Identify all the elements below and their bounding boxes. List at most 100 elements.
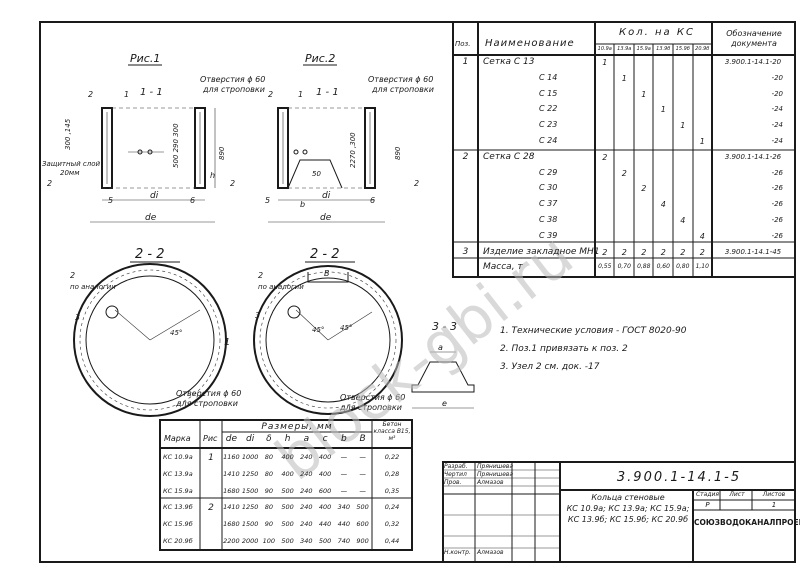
dims-row-value: 500 [318,536,332,545]
spec-row-qty: 2 [621,247,627,257]
dims-row-value: 600 [356,520,369,529]
spec-row-pos: 2 [462,151,469,162]
spec-row-qty: 2 [602,247,608,257]
section-3-3: 3 - 3 a e [411,320,475,409]
section33-dim-a: a [438,343,443,352]
note-line: 2. Поз.1 привязать к поз. 2 [500,344,628,354]
dims-row-value: 80 [264,453,274,461]
dims-row-mark: КС 13.9б [163,503,193,512]
plan2-holes-label: Отверстия ϕ 60 [340,393,405,402]
spec-row-doc: 3.900.1-14.1-26 [724,152,782,161]
fig1-holes-label: Отверстия ϕ 60 [200,75,265,84]
note-line: 3. Узел 2 см. док. -17 [500,362,600,372]
dims-row-value: 400 [318,503,332,512]
spec-header-name: Наименование [485,38,575,49]
dims-row-value: 1680 [223,520,240,529]
spec-row-qty: 0,88 [637,263,651,271]
dims-row-value: 1000 [241,453,259,461]
spec-row-qty: 1 [660,105,666,115]
dims-row-value: 80 [264,503,274,512]
spec-row-qty: 0,70 [617,263,631,271]
fig1-dim-de: de [145,213,157,223]
spec-row-qty: 2 [699,247,705,257]
spec-row-doc: -20 [771,73,783,82]
dims-table: Марка Рис Размеры, мм Бетон класса В15, … [160,420,412,550]
dims-row-value: 900 [356,536,369,545]
spec-row-name: С 23 [539,120,558,130]
plan1-pos-3: 3 [75,313,80,322]
spec-table-lines [452,21,796,278]
document-code: 3.900.1-14.1-5 [616,470,742,485]
dims-row-concrete: 0,22 [384,453,400,461]
dims-row-value: 400 [318,453,332,461]
signature-role: Разраб. [444,463,468,470]
fig1-holes-label-2: для строповки [202,85,265,94]
dims-row-value: — [359,469,366,478]
dims-row-value: 80 [264,469,274,478]
signature-name: Прянишева [477,463,514,470]
spec-row-qty: 2 [621,168,627,178]
spec-row-qty: 4 [699,231,705,241]
dims-row-value: 1250 [241,469,259,478]
plan2-holes-label-2: для строповки [339,403,402,412]
spec-header-designation: Обозначение документа [726,29,782,48]
fig1-dim-500: 500 290 300 [172,123,180,168]
protective-layer-label: Защитный слой [42,160,100,168]
spec-row-name: С 24 [539,135,558,145]
fig2-dim-di: di [322,191,331,201]
fig1-pos-2: 2 [88,90,93,99]
figure-1: Рис.1 1 - 1 Отверстия ϕ 60 для строповки… [42,52,265,223]
spec-row-doc: -24 [771,105,783,114]
plan1-section-label: 2 - 2 [135,247,165,262]
spec-row-doc: 3.900.1-14.1-45 [724,247,782,256]
dims-col-header: di [246,434,255,444]
spec-row-qty: 4 [660,200,666,210]
spec-row-name: С 22 [539,104,558,114]
spec-row-qty: 2 [680,247,686,257]
title-line: КС 13.9б; КС 15.9б; КС 20.9б [567,515,689,524]
dims-row-value: 340 [337,503,351,512]
dims-row-value: 440 [318,520,332,529]
fig2-dim-50: 50 [312,170,321,178]
signature-role: Пров. [444,479,462,486]
spec-row: С 22 1 -24 [453,102,795,118]
dims-col-header: a [303,434,310,444]
protective-layer-value: 20мм [60,169,80,177]
dims-row-value: 2200 [223,536,240,545]
spec-row-name: Изделие закладное МН1 [483,246,600,257]
spec-row-pos: 1 [462,57,469,67]
dims-col-header: b [341,434,347,444]
plan2-by-analogy: по аналогии [258,283,304,291]
dims-row-value: 1410 [223,503,240,512]
dims-header-concrete: Бетон класса В15, м³ [373,421,411,442]
spec-subheader: 15.9б [675,46,690,52]
dims-row-value: 1250 [241,503,259,512]
dims-header-sizes: Размеры, мм [261,422,333,432]
spec-row-qty: 2 [641,247,647,257]
dims-row-value: 100 [262,536,276,545]
plan2-pos-3: 3 [255,311,260,320]
dims-row-value: — [340,469,348,478]
fig2-holes-label-2: для строповки [371,85,434,94]
stage-header: Стадия [695,491,720,498]
spec-row-qty: 2 [660,247,666,257]
plan1-by-analogy: по аналогии [70,283,116,291]
dims-row-value: 400 [318,469,332,478]
fig2-dim-de: de [320,213,332,223]
fig2-pos-6: 6 [370,196,375,205]
spec-table: Поз. Наименование Кол. на КС Обозначение… [453,22,795,277]
